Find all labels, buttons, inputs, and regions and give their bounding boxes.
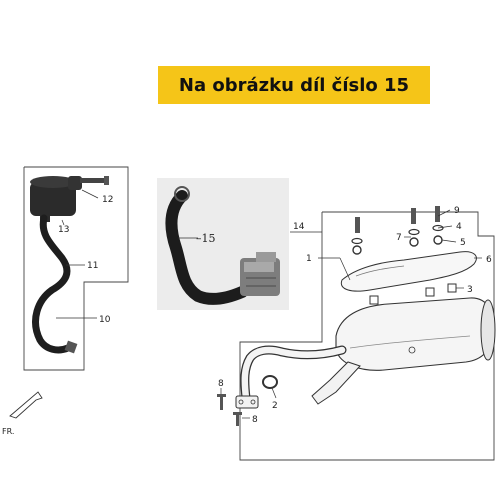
- callout-3: 3: [467, 285, 473, 295]
- stud-part-8: [217, 394, 242, 426]
- direction-arrow-icon: [9, 391, 43, 419]
- exhaust-pipe-photo: [165, 190, 248, 305]
- callout-9: 9: [454, 206, 460, 216]
- front-direction-indicator: FR.: [2, 391, 43, 436]
- callout-8-bottom: 8: [252, 415, 258, 425]
- callout-11: 11: [87, 261, 98, 271]
- callout-1: 1: [306, 254, 312, 264]
- highlight-banner: Na obrázku díl číslo 15: [158, 66, 430, 104]
- breather-hose: [32, 214, 72, 354]
- breather-canister: [30, 176, 109, 222]
- left-frame-group: 12 13 11 10: [23, 166, 129, 371]
- part-photo: –15: [157, 178, 289, 310]
- callout-10: 10: [99, 315, 111, 325]
- gasket-part-2: [262, 375, 278, 389]
- callout-15: –15: [196, 232, 216, 245]
- heat-shield-photo: [240, 252, 280, 296]
- callout-12: 12: [102, 195, 113, 205]
- left-frame-outline: [23, 166, 129, 371]
- exhaust-flange: [235, 395, 259, 409]
- right-frame-group: 14 9 4 5 7 6: [217, 206, 496, 461]
- bolt-part-9: [355, 206, 440, 233]
- callout-14: 14: [293, 222, 305, 232]
- muffler-part-1: [335, 297, 496, 371]
- muffler-bracket: [311, 361, 361, 405]
- callout-7: 7: [396, 233, 402, 243]
- heat-shield-part-6: [340, 251, 477, 292]
- callout-5: 5: [460, 238, 466, 248]
- callout-8-top: 8: [218, 379, 224, 389]
- right-frame-outline: [239, 211, 495, 461]
- direction-label: FR.: [2, 427, 14, 436]
- washer-part-4: [351, 224, 444, 245]
- callout-4: 4: [456, 222, 462, 232]
- callout-6: 6: [486, 255, 492, 265]
- callout-2: 2: [272, 401, 278, 411]
- callout-13: 13: [58, 225, 69, 235]
